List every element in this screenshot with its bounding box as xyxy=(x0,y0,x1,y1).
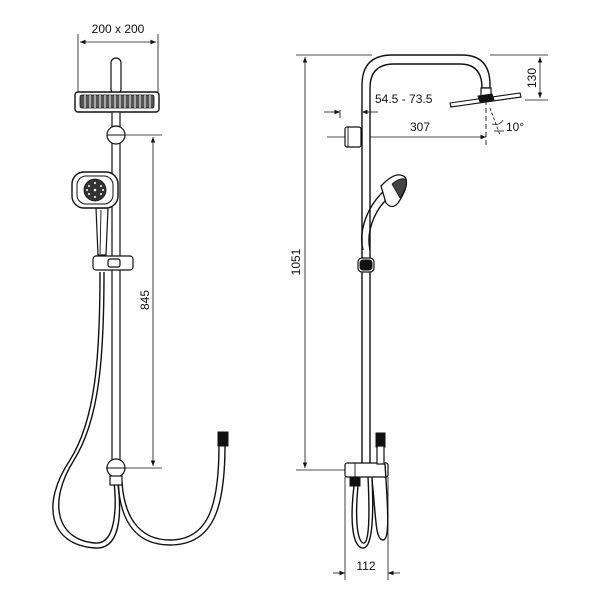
arm-offset-dimension: 54.5 - 73.5 xyxy=(324,92,433,118)
total-height-label: 1051 xyxy=(289,248,303,275)
rain-shower-head-front xyxy=(74,91,160,113)
arm-reach-dimension: 307 xyxy=(327,100,487,145)
lower-bracket-front xyxy=(106,458,126,486)
arm-reach-label: 307 xyxy=(410,120,430,134)
arm-offset-label: 54.5 - 73.5 xyxy=(375,92,433,106)
rail-height-label: 845 xyxy=(138,290,152,310)
tilt-angle-label: 10° xyxy=(506,120,524,134)
upper-wall-bracket-side xyxy=(344,126,362,148)
head-width-label: 200 x 200 xyxy=(92,22,145,36)
head-drop-label: 130 xyxy=(525,68,539,88)
head-width-dimension: 200 x 200 xyxy=(77,22,159,92)
hand-shower-front xyxy=(71,171,119,256)
diverter-side xyxy=(344,432,389,487)
hand-shower-side xyxy=(361,174,408,251)
bracket-spacing-label: 112 xyxy=(356,559,375,573)
side-view: 1051 130 54.5 - 73.5 xyxy=(289,54,548,580)
top-pipe xyxy=(110,57,122,95)
slider-holder-side xyxy=(357,257,375,273)
hose-side xyxy=(351,463,389,549)
bracket-spacing-dimension: 112 xyxy=(333,477,400,580)
tilt-angle-dimension: 10° xyxy=(489,107,524,136)
rail-height-dimension: 845 xyxy=(125,134,162,469)
total-height-dimension: 1051 xyxy=(289,54,372,471)
head-drop-dimension: 130 xyxy=(490,54,548,101)
riser-with-arm xyxy=(361,54,492,470)
slider-holder-front xyxy=(92,255,134,271)
front-view: 200 x 200 xyxy=(52,22,229,549)
vertical-rail-front xyxy=(111,111,121,475)
hose-front xyxy=(52,271,229,549)
